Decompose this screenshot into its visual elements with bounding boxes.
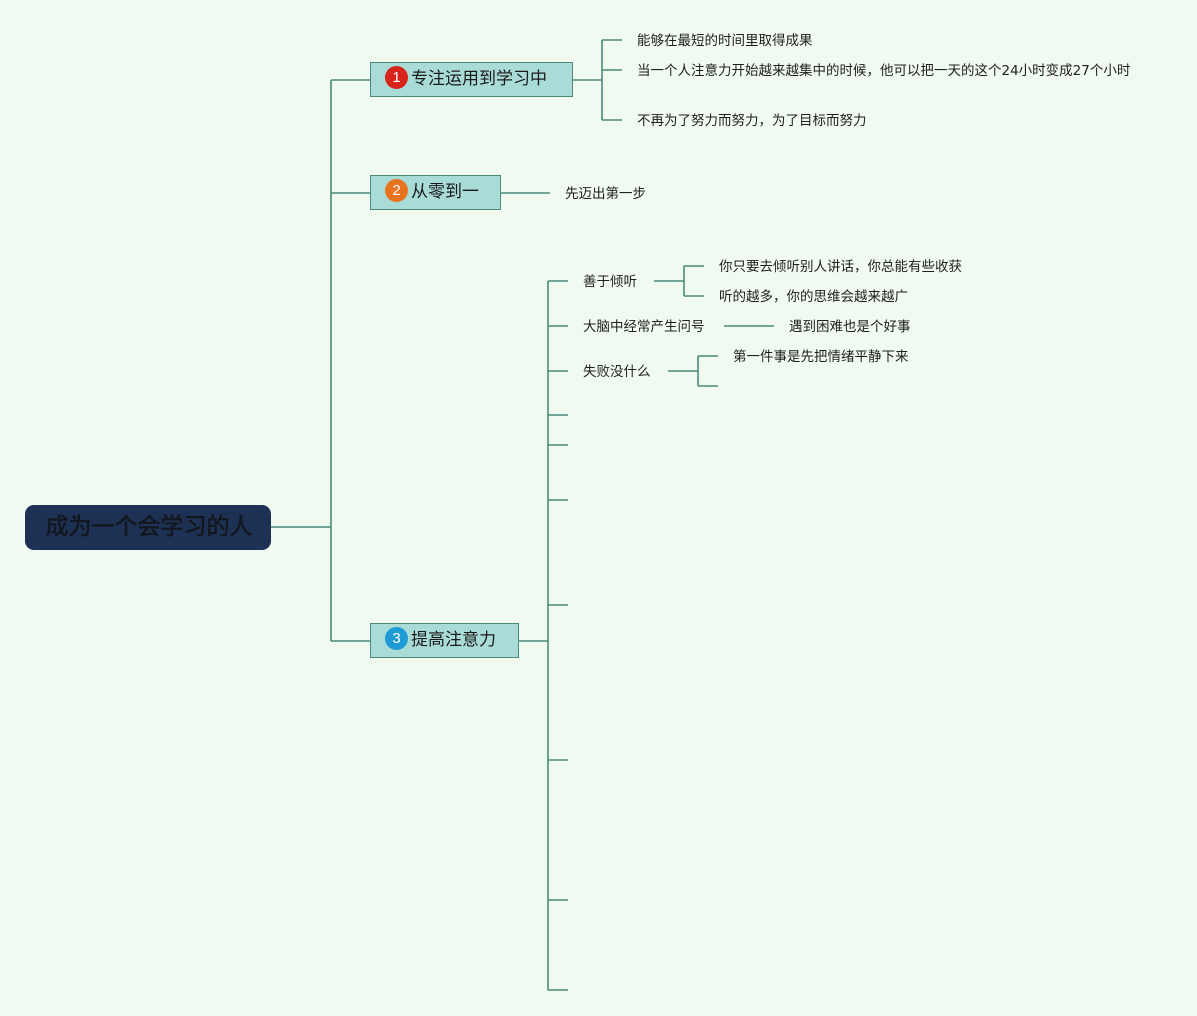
number-badge-3: 3: [385, 627, 408, 650]
sub-node-failure[interactable]: 失败没什么: [583, 364, 651, 380]
sub-node-questions[interactable]: 大脑中经常产生问号: [583, 319, 705, 335]
root-node[interactable]: 成为一个会学习的人: [25, 505, 271, 550]
number-badge-2: 2: [385, 179, 408, 202]
number-badge-1: 1: [385, 66, 408, 89]
branch-label: 从零到一: [411, 182, 479, 202]
leaf-node[interactable]: 你只要去倾听别人讲话，你总能有些收获: [719, 259, 962, 275]
leaf-node[interactable]: 当一个人注意力开始越来越集中的时候，他可以把一天的这个24小时变成27个小时: [637, 63, 1131, 79]
branch-label: 专注运用到学习中: [411, 69, 547, 89]
leaf-node[interactable]: 遇到困难也是个好事: [789, 319, 911, 335]
sub-node-listening[interactable]: 善于倾听: [583, 274, 637, 290]
root-label: 成为一个会学习的人: [45, 514, 253, 540]
leaf-node[interactable]: 先迈出第一步: [565, 186, 646, 202]
leaf-node[interactable]: 听的越多，你的思维会越来越广: [719, 289, 908, 305]
leaf-node[interactable]: 能够在最短的时间里取得成果: [637, 33, 813, 49]
leaf-node[interactable]: 第一件事是先把情绪平静下来: [733, 349, 909, 365]
branch-label: 提高注意力: [411, 630, 496, 650]
leaf-node[interactable]: 不再为了努力而努力，为了目标而努力: [637, 113, 867, 129]
